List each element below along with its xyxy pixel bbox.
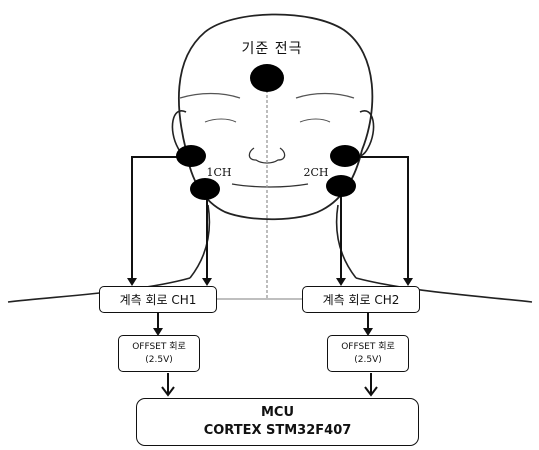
mcu-box: MCU CORTEX STM32F407 xyxy=(136,398,419,446)
offset-circuit-ch2-voltage: (2.5V) xyxy=(354,354,382,367)
offset-circuit-ch1-name: OFFSET 회로 xyxy=(132,341,186,354)
ch2-arrow-outer xyxy=(403,278,413,286)
measurement-circuit-ch2-label: 계측 회로 CH2 xyxy=(323,291,400,308)
ch1-wire-outer xyxy=(132,157,190,282)
mcu-model: CORTEX STM32F407 xyxy=(204,422,352,440)
left-eye xyxy=(205,119,236,122)
right-brow xyxy=(296,94,354,99)
measurement-circuit-ch1-label: 계측 회로 CH1 xyxy=(120,291,197,308)
reference-electrode-label: 기준 전극 xyxy=(222,38,322,58)
measurement-circuit-ch1: 계측 회로 CH1 xyxy=(99,286,217,313)
offset-circuit-ch2: OFFSET 회로 (2.5V) xyxy=(327,335,409,372)
ch1-arrow-outer xyxy=(127,278,137,286)
ch1-electrode-lower xyxy=(190,178,220,200)
ch1-electrode-upper xyxy=(176,145,206,167)
measurement-circuit-ch2: 계측 회로 CH2 xyxy=(302,286,420,313)
offset-circuit-ch1: OFFSET 회로 (2.5V) xyxy=(118,335,200,372)
ch1-arrow-inner xyxy=(202,278,212,286)
reference-electrode xyxy=(250,64,284,92)
ch1-label: 1CH xyxy=(201,166,237,179)
left-brow xyxy=(180,94,240,99)
ch2-wire-outer xyxy=(345,157,408,282)
mcu-title: MCU xyxy=(261,404,294,422)
ch2-arrow-inner xyxy=(336,278,346,286)
offset-circuit-ch2-name: OFFSET 회로 xyxy=(341,341,395,354)
offset-circuit-ch1-voltage: (2.5V) xyxy=(145,354,173,367)
neck-right xyxy=(337,205,356,278)
ch2-label: 2CH xyxy=(298,166,334,179)
ch2-electrode-upper xyxy=(330,145,360,167)
mouth xyxy=(232,184,308,187)
right-eye xyxy=(300,119,330,122)
